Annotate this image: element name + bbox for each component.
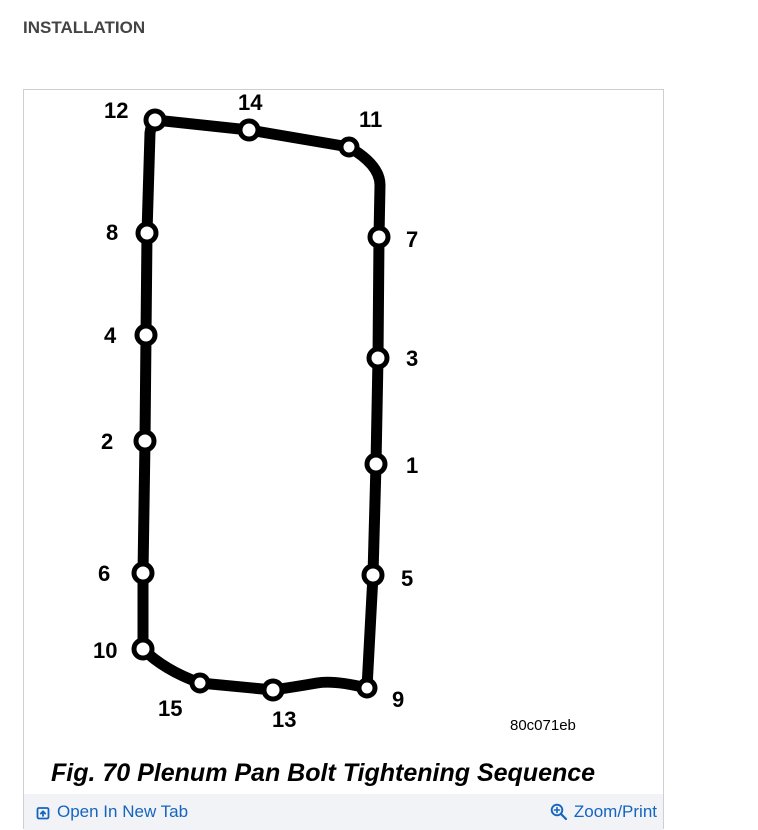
figure-code: 80c071eb (510, 717, 576, 734)
bolt-label-12: 12 (104, 98, 128, 123)
bolt-hole-4 (134, 323, 158, 347)
bolt-label-14: 14 (238, 90, 263, 115)
bolt-hole-13 (261, 678, 285, 702)
bolt-hole-15 (189, 672, 211, 694)
gasket-outline (137, 114, 386, 696)
figure-card: 1 2 3 4 5 6 7 8 9 10 11 12 13 14 15 80c0… (23, 89, 664, 830)
open-in-new-tab-icon (36, 806, 50, 819)
bolt-hole-5 (361, 563, 385, 587)
bolt-label-6: 6 (98, 561, 110, 586)
bolt-hole-1 (364, 452, 388, 476)
open-in-new-tab-label: Open In New Tab (57, 802, 189, 821)
bolt-label-1: 1 (406, 453, 418, 478)
open-in-new-tab-link[interactable]: Open In New Tab (36, 802, 188, 822)
bolt-hole-6 (131, 561, 155, 585)
zoom-print-link[interactable]: Zoom/Print (550, 802, 657, 822)
bolt-label-7: 7 (406, 227, 418, 252)
bolt-label-15: 15 (158, 696, 182, 721)
bolt-hole-2 (133, 429, 157, 453)
bolt-hole-14 (237, 118, 261, 142)
bolt-label-2: 2 (101, 429, 113, 454)
figure-caption: Fig. 70 Plenum Pan Bolt Tightening Seque… (51, 759, 595, 787)
zoom-in-icon (550, 803, 567, 821)
bolt-hole-3 (366, 346, 390, 370)
bolt-hole-7 (367, 225, 391, 249)
bolt-hole-8 (135, 221, 159, 245)
bolt-label-9: 9 (392, 687, 404, 712)
bolt-label-13: 13 (272, 707, 296, 732)
bolt-label-11: 11 (359, 107, 382, 132)
bolt-label-3: 3 (406, 346, 418, 371)
bolt-label-10: 10 (93, 638, 117, 663)
bolt-label-4: 4 (104, 323, 117, 348)
plenum-pan-diagram: 1 2 3 4 5 6 7 8 9 10 11 12 13 14 15 80c0… (51, 90, 595, 787)
zoom-print-label: Zoom/Print (573, 802, 657, 821)
bolt-label-5: 5 (401, 566, 413, 591)
bolt-hole-9 (356, 677, 378, 699)
figure-action-bar: Open In New Tab Zoom/Print (24, 794, 663, 830)
bolt-label-8: 8 (106, 220, 118, 245)
bolt-hole-12 (143, 108, 167, 132)
bolt-hole-10 (131, 637, 155, 661)
section-heading: INSTALLATION (23, 18, 146, 37)
bolt-hole-11 (338, 136, 360, 158)
